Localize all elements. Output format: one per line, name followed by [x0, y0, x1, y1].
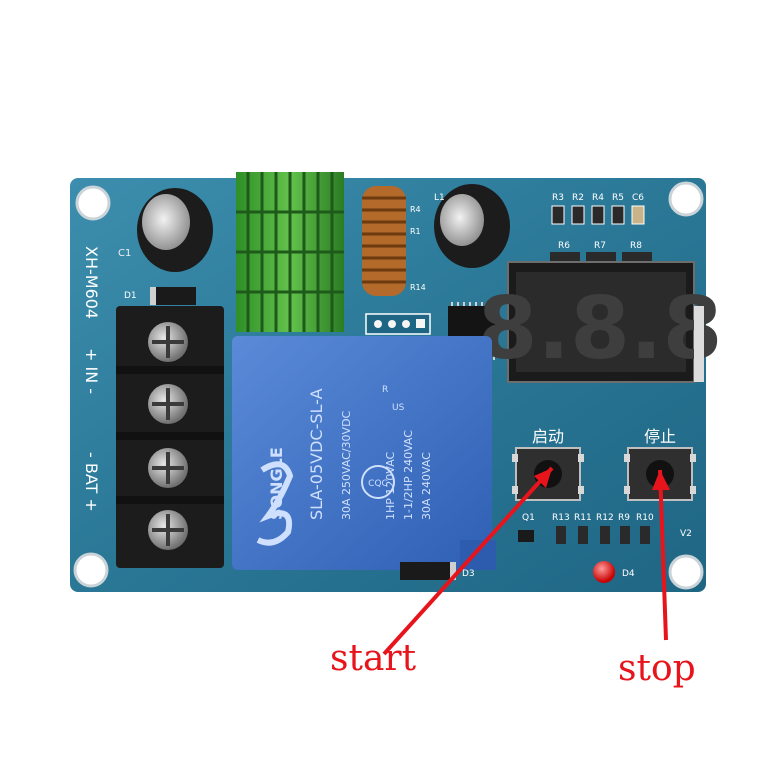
relay-rating-4: 30A 240VAC: [420, 452, 433, 520]
ref-r2: R2: [572, 193, 584, 203]
ref-r6: R6: [558, 241, 570, 251]
ref-r3: R3: [552, 193, 564, 203]
seven-segment-display: 8.8.8: [478, 261, 723, 383]
relay-model: SLA-05VDC-SL-A: [307, 388, 326, 520]
board-model: XH-M604: [82, 246, 101, 319]
mount-hole-br: [668, 554, 704, 590]
d4-label: D4: [622, 569, 635, 579]
relay-cqc: CQC: [368, 479, 388, 489]
capacitor-c2: [434, 184, 510, 268]
diode-d3: D3: [400, 562, 475, 580]
ref-r9: R9: [618, 513, 630, 523]
relay-us: US: [392, 403, 405, 413]
screw-2: [148, 384, 188, 424]
screw-1: [148, 322, 188, 362]
ref-c6: C6: [632, 193, 644, 203]
capacitor-c1: C1: [118, 188, 213, 272]
stop-annotation-label: stop: [618, 648, 696, 689]
smd-parts-mid: [550, 252, 652, 262]
inductor-l1: L1 R1 R14 R4: [362, 186, 445, 296]
ref-r8: R8: [630, 241, 642, 251]
stop-annotation: stop: [618, 469, 696, 689]
d1-label: D1: [124, 291, 137, 301]
ref-r10: R10: [636, 513, 654, 523]
v2-label: V2: [680, 529, 692, 539]
screw-4: [148, 510, 188, 550]
start-annotation-label: start: [330, 638, 417, 679]
relay-ul-mark: US R: [382, 385, 405, 413]
terminal-block: [116, 306, 224, 568]
display-bracket: [694, 306, 704, 382]
header-pins: [365, 313, 431, 335]
diode-d1: D1: [124, 287, 196, 305]
screw-3: [148, 448, 188, 488]
relay: SONGLE SLA-05VDC-SL-A 30A 250VAC/30VDC 1…: [232, 336, 496, 570]
smd-top-right: R3 R2 R4 R5 C6: [552, 193, 644, 203]
relay-rating-1: 30A 250VAC/30VDC: [340, 410, 353, 520]
r14-label: R14: [410, 283, 426, 292]
start-annotation: start: [330, 466, 554, 679]
mount-hole-tr: [668, 181, 704, 217]
display-digits: 8.8.8: [478, 279, 723, 379]
r1-label: R1: [410, 227, 421, 236]
smd-parts-top: [551, 205, 645, 225]
smd-bottom: R13 R11 R12 R9 R10 Q1 V2: [522, 513, 692, 539]
ref-r7: R7: [594, 241, 606, 251]
q1-label: Q1: [522, 513, 535, 523]
start-button-cn-label: 启动: [532, 427, 564, 446]
smd-parts-bottom: [518, 526, 650, 544]
relay-r: R: [382, 385, 388, 395]
mount-hole-bl: [73, 552, 109, 588]
ref-r11: R11: [574, 513, 592, 523]
ref-r5: R5: [612, 193, 624, 203]
relay-cqc-mark: CQC: [361, 465, 395, 499]
mount-hole-tl: [75, 185, 111, 221]
relay-logo: [256, 461, 294, 546]
ref-r13: R13: [552, 513, 570, 523]
ref-r12: R12: [596, 513, 614, 523]
r4a-label: R4: [410, 205, 421, 214]
ref-r4: R4: [592, 193, 604, 203]
c1-label: C1: [118, 248, 131, 259]
relay-rating-3: 1-1/2HP 240VAC: [402, 430, 415, 520]
smd-mid-right: R6 R7 R8: [558, 241, 642, 251]
d3-label: D3: [462, 569, 475, 579]
led-d4: D4: [593, 561, 635, 583]
stop-button-cn-label: 停止: [644, 427, 676, 446]
l1-label: L1: [434, 193, 445, 203]
terminal-in-label: + IN -: [82, 348, 101, 394]
heatsink: [236, 172, 344, 332]
terminal-bat-label: - BAT +: [82, 452, 101, 512]
